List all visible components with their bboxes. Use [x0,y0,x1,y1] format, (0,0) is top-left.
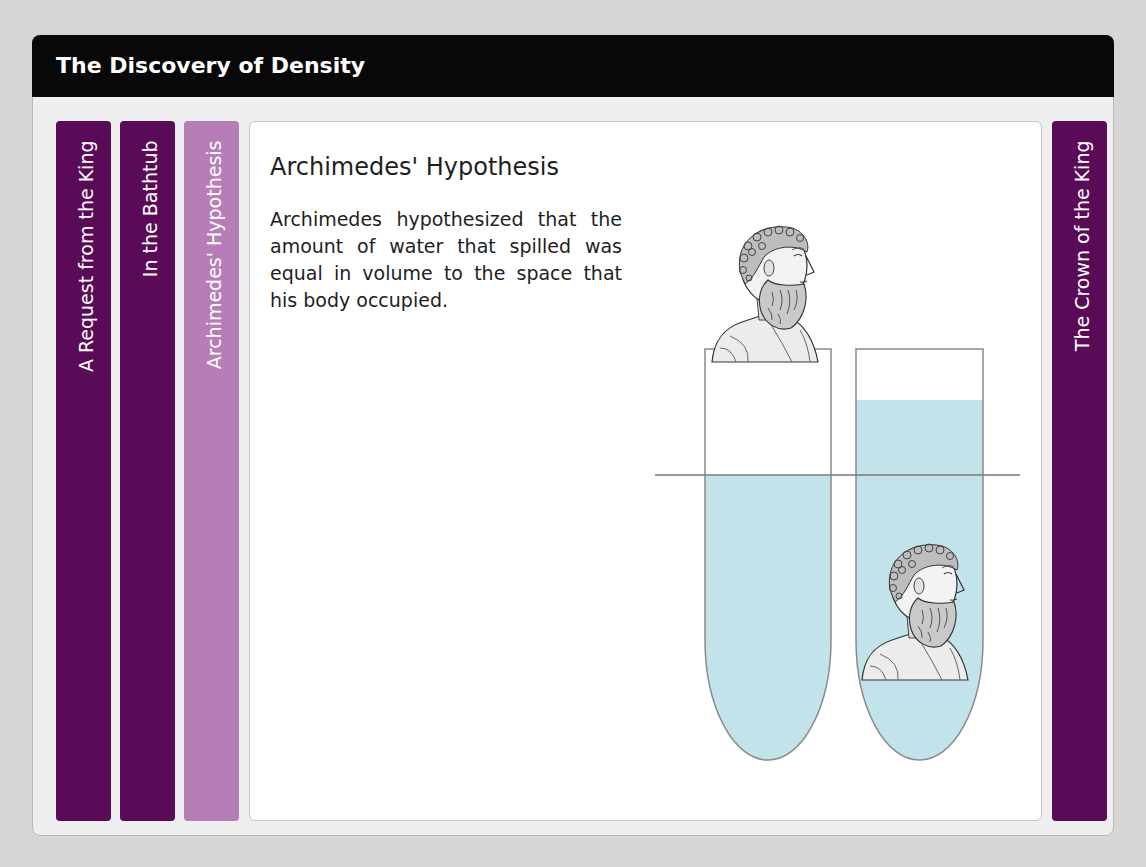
water [700,475,840,775]
section-tab: In the Bathtub [120,121,175,821]
section-tab: The Crown of the King [1052,121,1107,821]
tab-label: Archimedes' Hypothesis [202,140,224,369]
test-tube-glass [856,349,983,760]
test-tube-outline [856,349,983,760]
section-tab: A Request from the King [56,121,111,821]
page-title: The Discovery of Density [32,35,1114,97]
tab-label: In the Bathtub [138,140,160,277]
tab-label: A Request from the King [74,140,96,372]
tab-label: The Crown of the King [1070,140,1092,351]
test-tube-outline [705,349,831,760]
section-heading: Archimedes' Hypothesis [270,152,1021,182]
active-section-tab: Archimedes' Hypothesis [184,121,239,821]
level-line [655,474,1020,476]
title-bar: The Discovery of Density [32,35,1114,97]
test-tube-glass [705,349,831,760]
archimedes-bust [712,226,818,362]
water [850,400,990,775]
content-panel: Archimedes' HypothesisArchimedes hypothe… [249,121,1042,821]
archimedes-bust [862,544,968,680]
body-text: Archimedes hypothesized that the amount … [270,206,622,314]
